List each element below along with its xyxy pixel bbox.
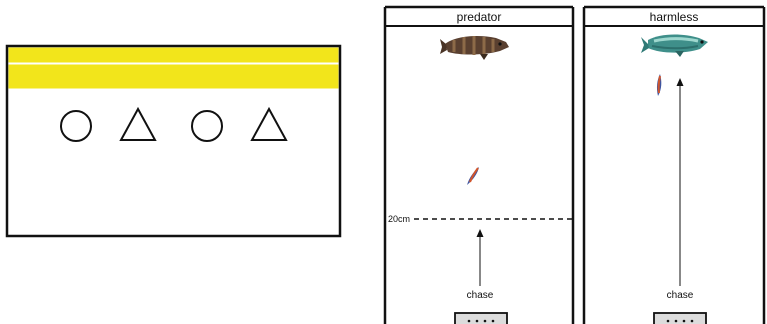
chase-arrow-head bbox=[476, 229, 484, 237]
chase-arrow-head bbox=[676, 78, 684, 86]
chase-label: chase bbox=[667, 290, 694, 301]
yellow-stripe-top bbox=[8, 47, 339, 63]
triangle-stimulus-1 bbox=[119, 106, 157, 141]
start-box bbox=[454, 312, 508, 324]
harmless-panel: harmless chase bbox=[582, 5, 766, 324]
circle-stimulus-2 bbox=[191, 110, 223, 142]
panel-title: predator bbox=[457, 10, 502, 24]
test-fish-icon bbox=[656, 74, 662, 96]
distance-label: 20cm bbox=[388, 214, 410, 224]
circle-stimulus-1 bbox=[60, 110, 92, 142]
green-wrasse-fish-icon bbox=[641, 34, 708, 57]
triangle-stimulus-2 bbox=[250, 106, 288, 141]
stimulus-tank bbox=[5, 44, 342, 238]
predator-panel: predator 20cm chase bbox=[383, 5, 575, 324]
panel-title: harmless bbox=[650, 10, 699, 24]
test-fish-icon bbox=[467, 167, 479, 185]
start-box bbox=[653, 312, 707, 324]
grouper-fish-icon bbox=[440, 36, 509, 60]
chase-label: chase bbox=[467, 290, 494, 301]
yellow-stripe-bottom bbox=[8, 64, 339, 89]
